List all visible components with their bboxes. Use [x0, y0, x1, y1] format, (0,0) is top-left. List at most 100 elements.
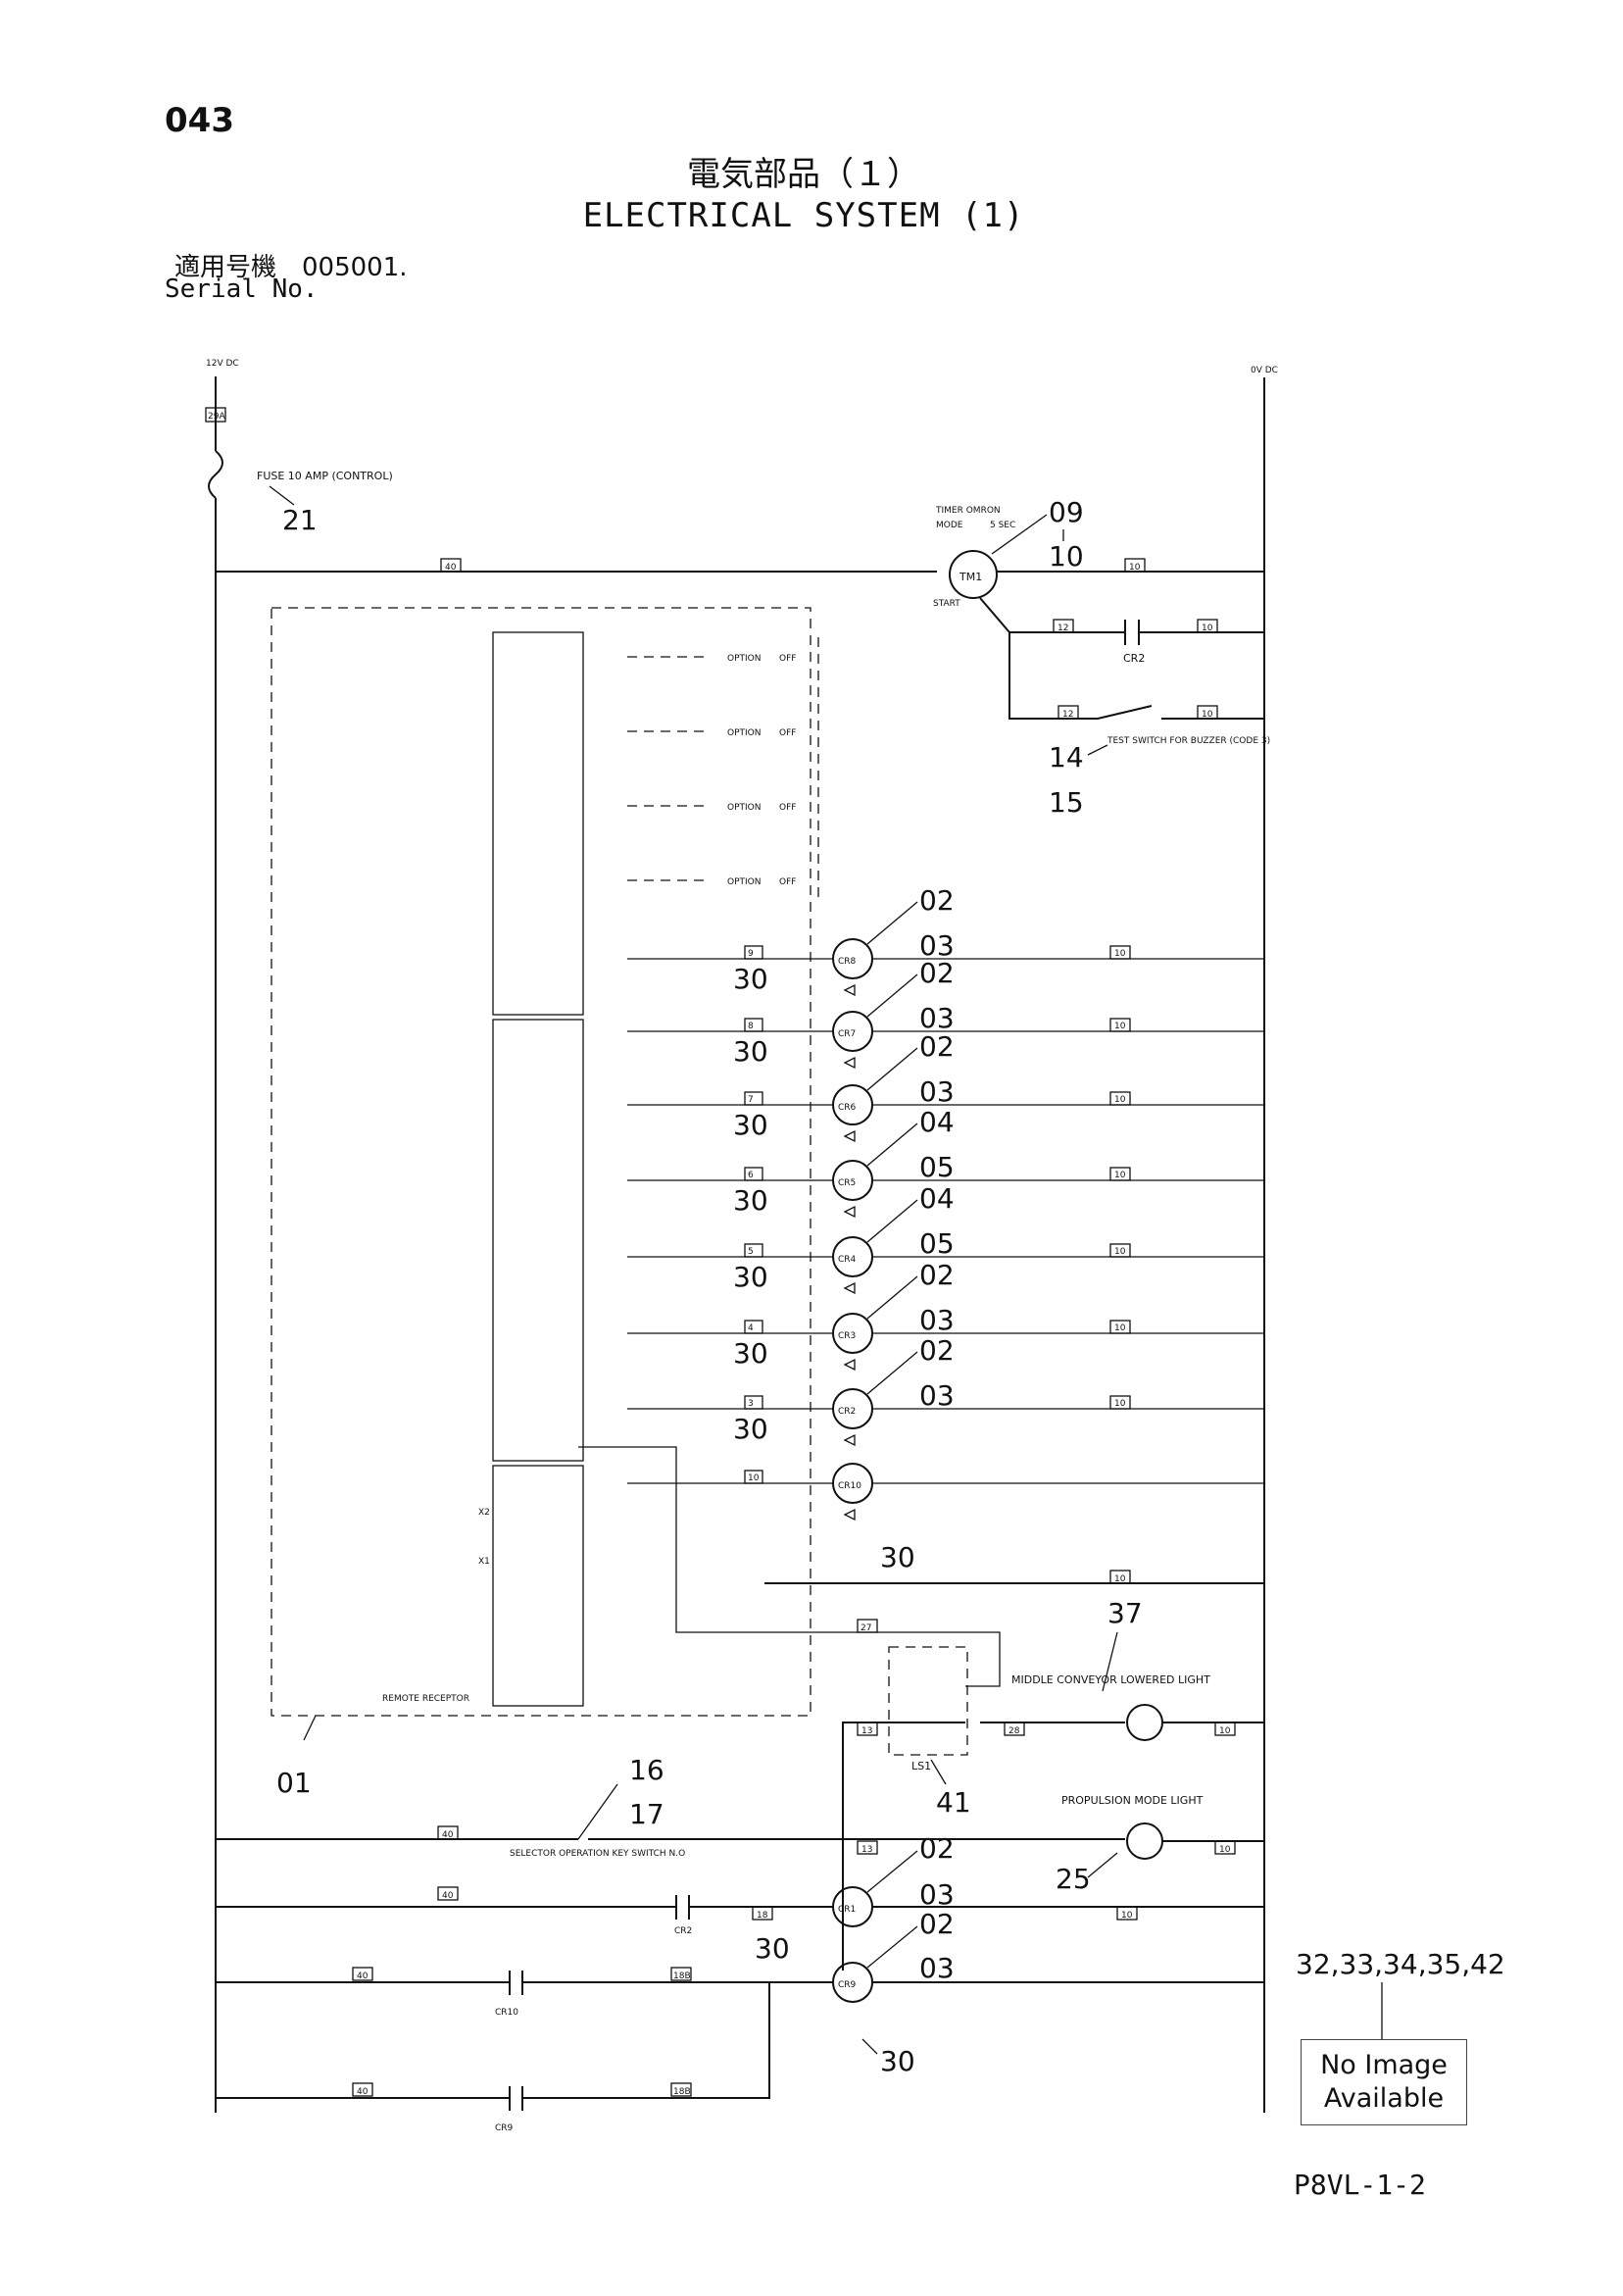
- wire-label: 10: [1114, 949, 1126, 959]
- relay-cr8-label: CR8: [838, 957, 857, 967]
- wire-label: 40: [442, 1891, 454, 1901]
- wire-tag: [1109, 1243, 1131, 1258]
- wire-label: 40: [357, 1972, 369, 1981]
- wire-label: 18B: [673, 2087, 691, 2097]
- callout-cr3-b: 03: [919, 1304, 955, 1336]
- wire-tag: [744, 1091, 763, 1106]
- lamp-propulsion-mode: [1126, 1822, 1163, 1860]
- off-label: OFF: [779, 877, 796, 887]
- callout-cr2-d: 30: [733, 1413, 768, 1445]
- wire-label: 12: [1057, 624, 1068, 633]
- rail-left-label: 12V DC: [206, 359, 239, 369]
- lower-circuits: 10 27 LS1 MIDDLE CONVEYOR LOWERED LIGHT …: [216, 1446, 1505, 2133]
- callout-cr5-d: 30: [733, 1184, 768, 1217]
- diode-icon: [843, 1129, 856, 1143]
- callout-cr2-a: 02: [919, 1334, 955, 1367]
- callout-cr8-d: 30: [733, 963, 768, 995]
- serial-label-english: Serial No.: [165, 275, 319, 304]
- wire-label: 10: [1202, 624, 1213, 633]
- callout-cr6-b: 03: [919, 1075, 955, 1108]
- callout-15: 15: [1049, 786, 1084, 819]
- callout-cr10-d: 30: [880, 1541, 915, 1573]
- callout-cr3-a: 02: [919, 1259, 955, 1291]
- wire-label: 10: [1114, 1022, 1126, 1031]
- power-rails: 12V DC 0V DC 29A: [205, 359, 1278, 2113]
- callout-25: 25: [1056, 1863, 1091, 1895]
- leader-line: [866, 1199, 918, 1243]
- wire-label: 10: [1219, 1845, 1231, 1855]
- fuse-symbol: [208, 450, 223, 499]
- callout-cr4-a: 04: [919, 1182, 955, 1215]
- wire-label: 10: [1129, 563, 1141, 573]
- x2-label: X2: [478, 1508, 490, 1518]
- page-number: 043: [165, 101, 234, 140]
- relay-rows: 9CR8100203308CR7100203307CR6100203306CR5…: [627, 884, 1264, 1573]
- callout-cr1-d: 30: [755, 1932, 790, 1965]
- wire-label: 18B: [673, 1972, 691, 1981]
- relay-cr2-label: CR2: [838, 1407, 856, 1417]
- wire-tag: [1109, 1395, 1131, 1410]
- callout-cr1-b: 03: [919, 1878, 955, 1911]
- wire-label: 8: [748, 1022, 754, 1031]
- diode-icon: [843, 1508, 856, 1522]
- wire-label: 12: [1062, 710, 1073, 720]
- wire-label: 40: [445, 563, 457, 573]
- callout-cr7-d: 30: [733, 1035, 768, 1068]
- wire-tag: [744, 1395, 763, 1410]
- wire-tag: [744, 945, 763, 960]
- middle-conveyor-light-label: MIDDLE CONVEYOR LOWERED LIGHT: [1011, 1673, 1210, 1686]
- timer-tm1: [949, 550, 998, 599]
- callout-cr3-d: 30: [733, 1337, 768, 1370]
- test-switch-label: TEST SWITCH FOR BUZZER (CODE 3): [1107, 736, 1270, 746]
- callout-cr8-a: 02: [919, 884, 955, 917]
- diode-icon: [843, 1056, 856, 1070]
- callout-cr4-b: 05: [919, 1227, 955, 1260]
- callout-cr5-a: 04: [919, 1106, 955, 1138]
- contact-cr9-label: CR9: [495, 2123, 514, 2133]
- relay-cr3-label: CR3: [838, 1331, 856, 1341]
- wire-label: 18: [757, 1911, 768, 1921]
- callout-10: 10: [1049, 540, 1084, 573]
- wire-label: 40: [442, 1830, 454, 1840]
- callout-cr8-b: 03: [919, 929, 955, 962]
- wire-label: 13: [861, 1845, 872, 1855]
- wire-label: 10: [1202, 710, 1213, 720]
- title-english: ELECTRICAL SYSTEM (1): [582, 196, 1025, 235]
- wire-label: 10: [1114, 1171, 1126, 1180]
- wire-label: 28: [1008, 1726, 1020, 1736]
- lamp-middle-conveyor: [1126, 1704, 1163, 1741]
- callout-16: 16: [629, 1754, 664, 1786]
- wire-label: 10: [1121, 1911, 1133, 1921]
- off-label: OFF: [779, 728, 796, 738]
- leader-line: [866, 901, 918, 945]
- callout-cr9-b: 03: [919, 1952, 955, 1984]
- callout-cr2-b: 03: [919, 1379, 955, 1412]
- timer-label: TIMER OMRON: [935, 506, 1001, 516]
- no-image-line-2: Available: [1323, 2083, 1445, 2114]
- wire-label: 5: [748, 1247, 754, 1257]
- diode-icon: [843, 1205, 856, 1219]
- relay-cr10-label: CR10: [838, 1481, 861, 1491]
- wire-label: 27: [861, 1623, 871, 1633]
- wire-label: 10: [1114, 1574, 1126, 1584]
- callout-cr6-a: 02: [919, 1030, 955, 1063]
- ls1-label: LS1: [911, 1760, 931, 1772]
- wire-label: 10: [1219, 1726, 1231, 1736]
- no-image-placeholder: No Image Available: [1301, 2039, 1467, 2125]
- title-japanese: 電気部品（１）: [687, 155, 920, 194]
- callout-cr4-d: 30: [733, 1261, 768, 1293]
- relay-cr1-label: CR1: [838, 1905, 856, 1915]
- wire-tag: [744, 1167, 763, 1181]
- wire-tag: [744, 1018, 763, 1032]
- selector-switch-label: SELECTOR OPERATION KEY SWITCH N.O: [510, 1849, 685, 1859]
- wire-label: 6: [748, 1171, 754, 1180]
- option-label: OPTION: [727, 877, 761, 887]
- document-code: P8VL-1-2: [1294, 2169, 1426, 2201]
- callout-parts-list: 32,33,34,35,42: [1296, 1948, 1505, 1980]
- contact-cr2-lower-label: CR2: [674, 1926, 692, 1936]
- leader-line: [866, 1123, 918, 1167]
- relay-cr4-label: CR4: [838, 1255, 857, 1265]
- callout-cr6-d: 30: [733, 1109, 768, 1141]
